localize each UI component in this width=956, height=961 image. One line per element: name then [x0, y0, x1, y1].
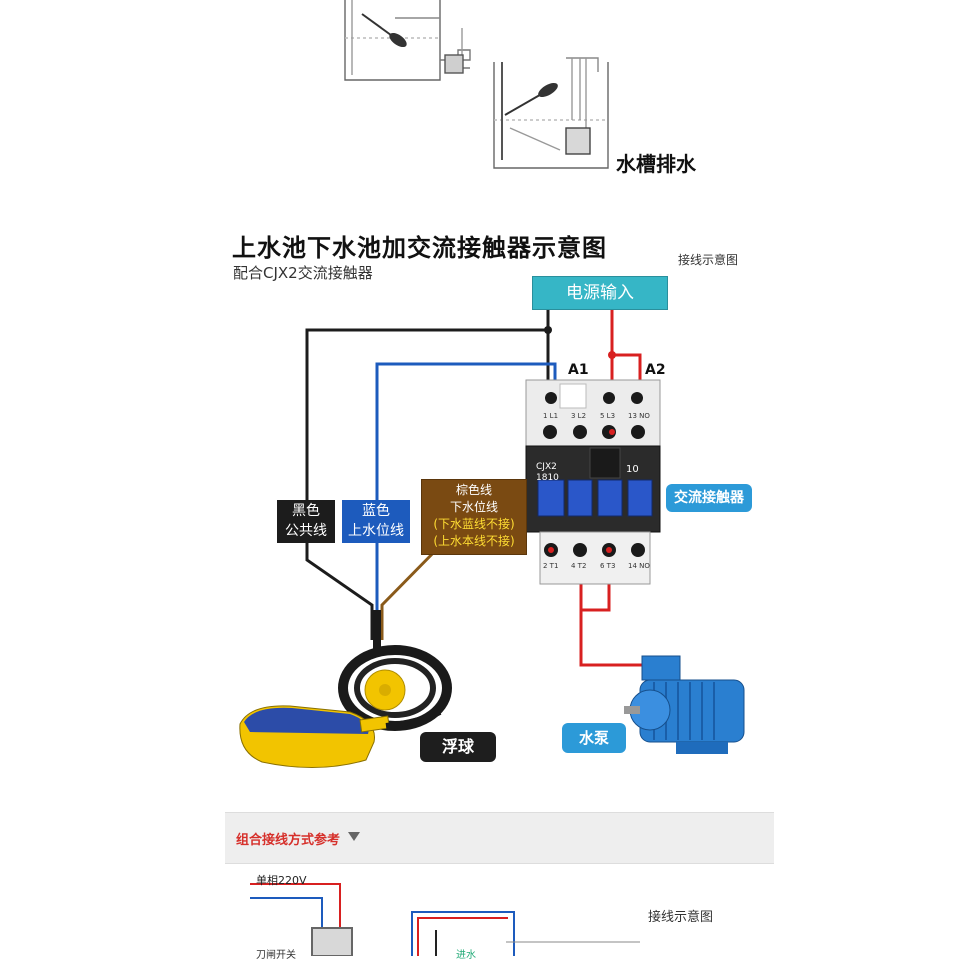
- blue-wire-tag-line2: 上水位线: [348, 523, 404, 539]
- bottom-terminal-label: 14 NO: [628, 562, 650, 570]
- section-bar-label: 组合接线方式参考: [236, 833, 341, 848]
- float-callout: 浮球: [420, 732, 496, 762]
- contactor-callout: 交流接触器: [666, 484, 752, 512]
- upper-tank-float: [361, 13, 407, 48]
- bottom-wiring-note: 接线示意图: [648, 910, 714, 925]
- brown-wire-tag-line3: (下水蓝线不接): [433, 517, 515, 531]
- terminal-a2-label: A2: [645, 362, 666, 378]
- top-terminal-label: 13 NO: [628, 412, 650, 420]
- brown-wire-tag-line2: 下水位线: [449, 500, 498, 514]
- contactor-model: CJX2 1810: [536, 462, 559, 483]
- black-wire-tag: 黑色 公共线: [277, 500, 335, 543]
- top-terminal-label: 3 L2: [571, 412, 586, 420]
- blue-wire-tag-line1: 蓝色: [362, 503, 390, 519]
- triangle-down-icon: [348, 832, 360, 841]
- bottom-terminal-label: 2 T1: [543, 562, 558, 570]
- diagram-subtitle: 配合CJX2交流接触器: [233, 264, 373, 282]
- wire-junction: [608, 351, 616, 359]
- black-common-wire: [305, 310, 550, 640]
- float-switch: [239, 610, 452, 769]
- contactor: 1 L1 3 L2 5 L3 13 NO 2 T1 4 T2 6 T3 14 N…: [525, 379, 661, 585]
- brown-lower-level-wire: [380, 544, 442, 640]
- drain-tank-illustration: [493, 57, 609, 169]
- drain-tank-float: [504, 83, 558, 116]
- knife-switch-label: 刀闸开关: [256, 950, 296, 961]
- brown-wire-tag-line1: 棕色线: [455, 483, 492, 497]
- upper-tank-illustration: [344, 0, 471, 81]
- drain-label: 水槽排水: [616, 152, 696, 176]
- contactor-code: 10: [626, 464, 639, 475]
- wire-junction: [544, 326, 552, 334]
- blue-upper-level-wire: [375, 362, 557, 610]
- pump-callout: 水泵: [562, 723, 626, 753]
- bottom-wiring-preview: [250, 883, 640, 956]
- brown-wire-tag-line4: (上水本线不接): [433, 534, 515, 548]
- bottom-terminal-label: 4 T2: [571, 562, 586, 570]
- black-wire-tag-line2: 公共线: [285, 523, 327, 539]
- top-terminal-label: 1 L1: [543, 412, 558, 420]
- black-wire-tag-line1: 黑色: [292, 503, 320, 519]
- inlet-label: 进水: [456, 950, 476, 961]
- power-input-label: 电源输入: [532, 276, 668, 310]
- terminal-a1-label: A1: [568, 362, 589, 378]
- bottom-terminal-label: 6 T3: [600, 562, 615, 570]
- top-terminal-label: 5 L3: [600, 412, 615, 420]
- wiring-note: 接线示意图: [678, 253, 739, 267]
- blue-wire-tag: 蓝色 上水位线: [342, 500, 410, 543]
- diagram-title: 上水池下水池加交流接触器示意图: [232, 234, 607, 262]
- water-pump: [624, 655, 745, 754]
- single-phase-label: 单相220V: [256, 874, 307, 887]
- brown-wire-tag: 棕色线 下水位线 (下水蓝线不接) (上水本线不接): [421, 479, 527, 555]
- section-bar: [225, 812, 774, 864]
